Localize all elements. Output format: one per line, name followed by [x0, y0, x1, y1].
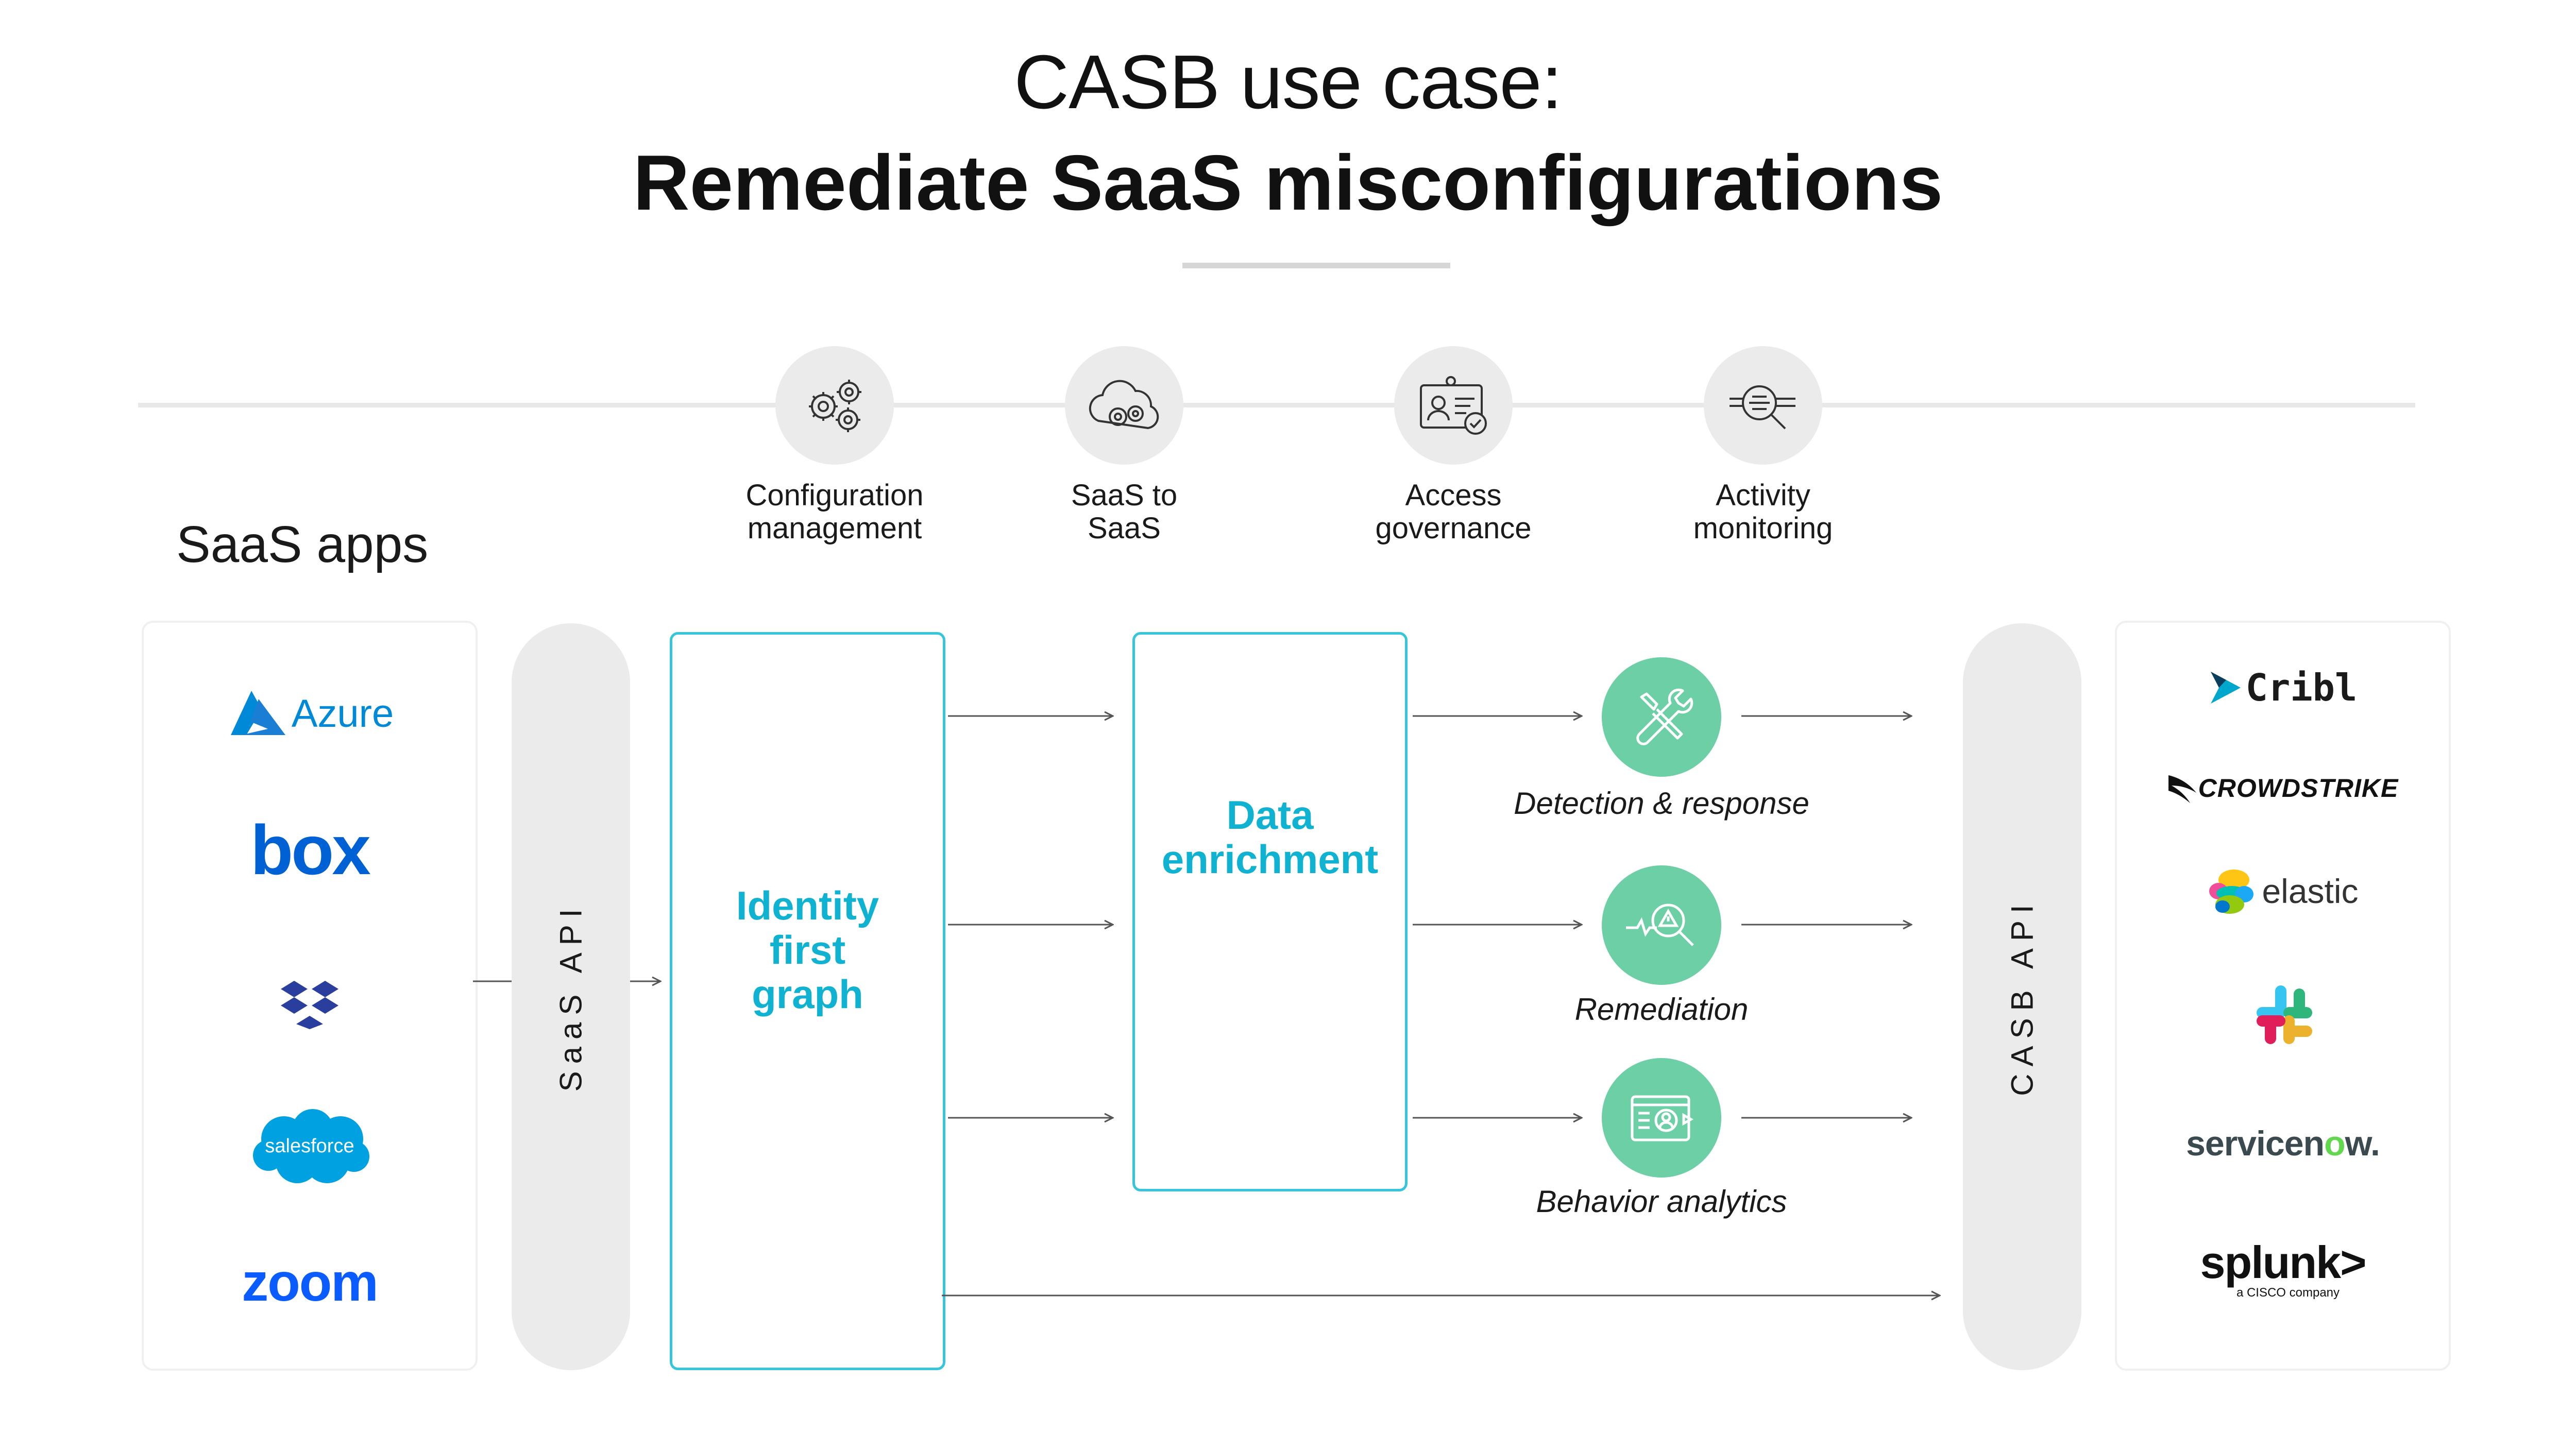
dropbox-icon	[142, 976, 478, 1033]
elastic-logo: elastic	[2115, 860, 2451, 922]
enrichment-label-line2: enrichment	[1161, 837, 1379, 882]
magnifier-monitor-icon	[1704, 346, 1822, 465]
gears-icon	[775, 346, 894, 465]
azure-logo: Azure	[142, 680, 478, 747]
behavior-analytics-label: Behavior analytics	[1536, 1184, 1787, 1219]
detection-response-label: Detection & response	[1514, 786, 1809, 821]
zoom-wordmark: zoom	[242, 1252, 379, 1312]
identity-label-line1: Identity	[736, 882, 879, 928]
identity-label-line3: graph	[752, 971, 863, 1017]
azure-wordmark: Azure	[291, 691, 394, 736]
title-divider	[1182, 263, 1450, 268]
casb-api-column: CASB API	[1963, 623, 2081, 1370]
id-card-check-icon	[1394, 346, 1513, 465]
user-dashboard-icon	[1602, 1058, 1721, 1178]
remediation-label: Remediation	[1574, 992, 1749, 1027]
data-enrichment-box: Data enrichment	[1132, 632, 1408, 1191]
servicenow-logo: servicenow.	[2115, 1115, 2451, 1172]
zoom-logo: zoom	[142, 1249, 478, 1316]
identity-label-line2: first	[769, 927, 846, 973]
crowdstrike-logo: CROWDSTRIKE	[2115, 762, 2451, 814]
saas-apps-heading: SaaS apps	[176, 516, 429, 573]
salesforce-wordmark: salesforce	[265, 1135, 354, 1157]
servicenow-wordmark-b: w.	[2345, 1124, 2380, 1163]
servicenow-wordmark-a: servicen	[2186, 1124, 2325, 1163]
servicenow-wordmark-o: o	[2324, 1124, 2346, 1163]
slack-icon	[2115, 979, 2451, 1051]
page-title-line2: Remediate SaaS misconfigurations	[633, 139, 1943, 227]
azure-icon	[230, 691, 285, 735]
crowdstrike-wordmark: CROWDSTRIKE	[2198, 774, 2399, 803]
elastic-wordmark: elastic	[2262, 872, 2359, 910]
alert-magnifier-icon	[1602, 865, 1721, 985]
splunk-logo: splunk> a CISCO company	[2115, 1231, 2451, 1308]
cribl-wordmark: Cribl	[2245, 666, 2358, 709]
elastic-icon	[2209, 870, 2254, 914]
identity-first-graph-box: Identity first graph	[670, 632, 945, 1370]
splunk-wordmark: splunk>	[2200, 1237, 2367, 1288]
saas-api-column: SaaS API	[512, 623, 630, 1370]
crowdstrike-falcon-icon	[2168, 775, 2196, 803]
enrichment-label-line1: Data	[1226, 792, 1314, 838]
salesforce-logo: salesforce	[142, 1102, 478, 1190]
tools-icon	[1602, 657, 1721, 777]
box-logo: box	[142, 811, 478, 889]
salesforce-cloud-icon	[253, 1109, 369, 1183]
page-title-line1: CASB use case:	[1014, 40, 1563, 125]
cribl-icon	[2210, 672, 2241, 704]
splunk-tagline: a CISCO company	[2236, 1286, 2340, 1300]
cloud-gears-icon	[1065, 346, 1183, 465]
cribl-logo: Cribl	[2115, 659, 2451, 716]
use-case-timeline	[138, 403, 2415, 407]
box-wordmark: box	[250, 811, 371, 889]
saas-apps-panel	[142, 621, 478, 1371]
